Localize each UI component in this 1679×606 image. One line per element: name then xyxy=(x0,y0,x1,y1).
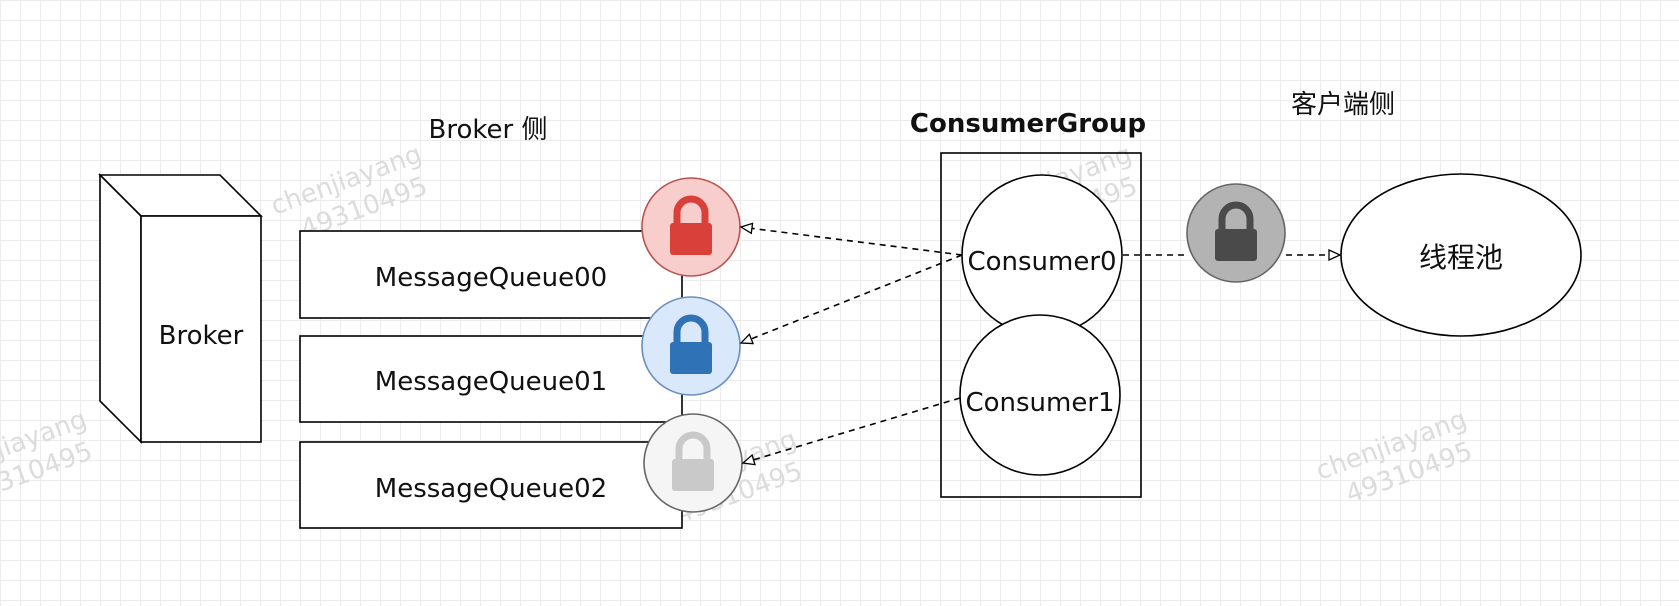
message-queue-00: MessageQueue00 xyxy=(299,230,683,319)
broker-side-label: Broker 侧 xyxy=(429,115,548,145)
consumer-label: Consumer1 xyxy=(965,388,1114,418)
arrow-consumer0-to-queue01 xyxy=(739,254,963,345)
consumer-group-title: ConsumerGroup xyxy=(910,109,1146,139)
arrow-consumer0-to-queue00 xyxy=(739,222,963,256)
message-queue-01: MessageQueue01 xyxy=(299,335,683,423)
thread-pool: 线程池 xyxy=(1340,173,1582,337)
lock-icon-queue-00 xyxy=(641,177,741,277)
consumer-group-box xyxy=(940,152,1142,498)
broker-cube: Broker xyxy=(98,173,263,444)
arrow-consumer1-to-queue02 xyxy=(741,397,961,466)
watermark-5: chenjiayang 49310495 xyxy=(1312,404,1476,509)
lock-icon-client xyxy=(1186,183,1286,283)
client-side-label: 客户端侧 xyxy=(1291,90,1395,120)
lock-icon-queue-01 xyxy=(641,296,741,396)
broker-label: Broker xyxy=(159,321,244,351)
message-queue-02: MessageQueue02 xyxy=(299,441,683,529)
message-queue-label: MessageQueue02 xyxy=(375,474,607,504)
consumer-1: Consumer1 xyxy=(959,314,1121,476)
watermark-3: chenjiayang 49310495 xyxy=(0,404,96,509)
message-queue-label: MessageQueue01 xyxy=(375,367,607,397)
consumer-0: Consumer0 xyxy=(961,174,1123,336)
message-queue-label: MessageQueue00 xyxy=(375,263,607,293)
lock-icon-queue-02 xyxy=(643,413,743,513)
consumer-label: Consumer0 xyxy=(967,247,1116,277)
thread-pool-label: 线程池 xyxy=(1419,241,1503,274)
